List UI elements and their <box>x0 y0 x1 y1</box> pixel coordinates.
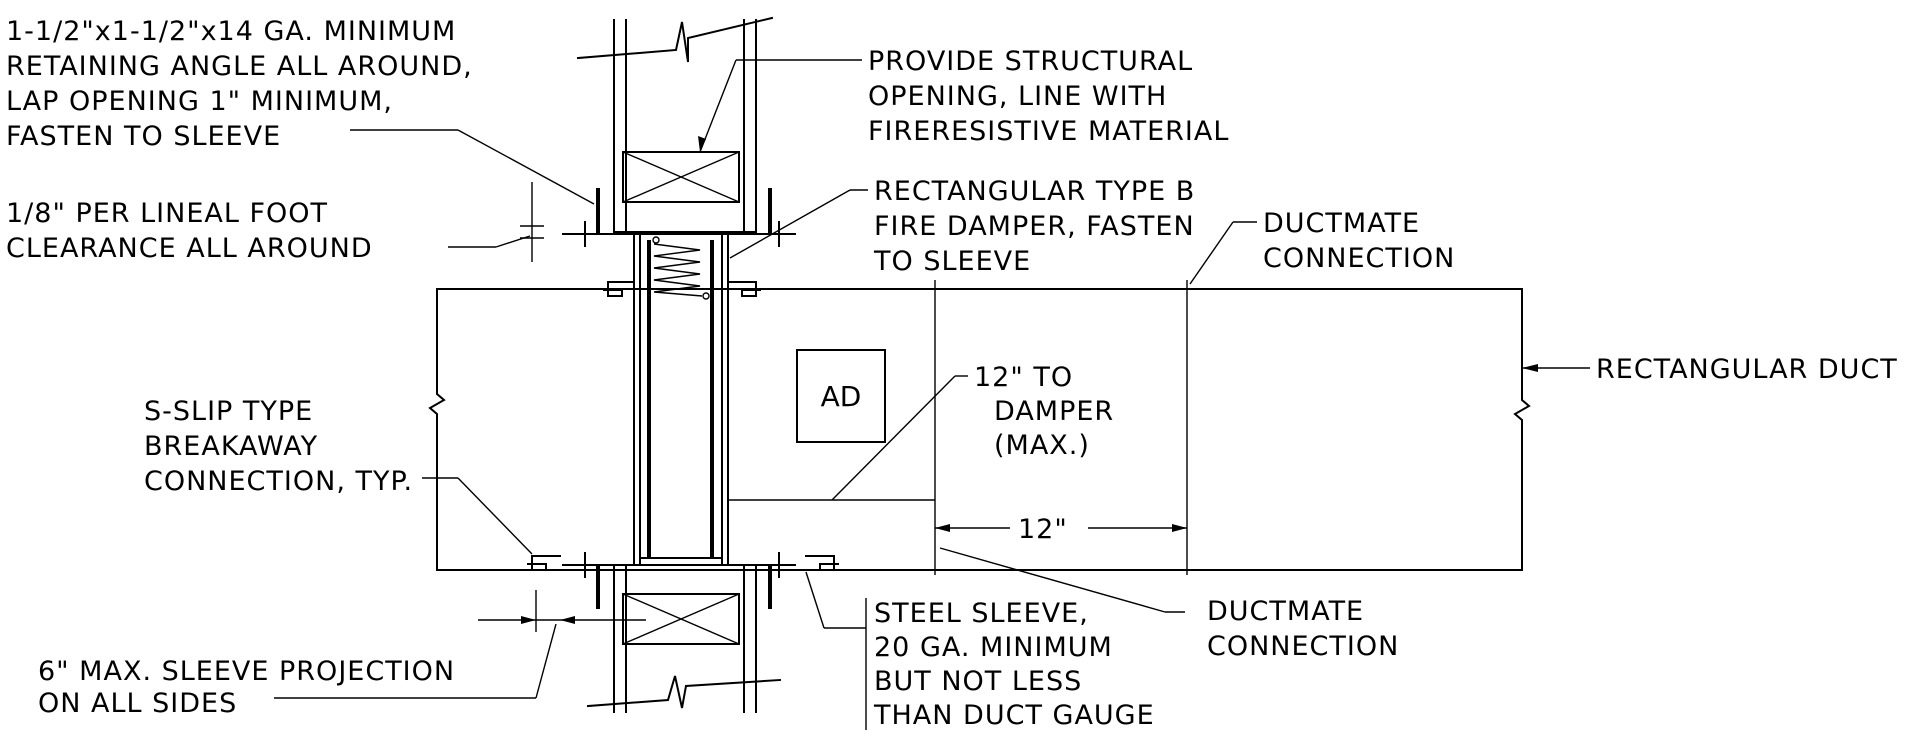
svg-text:FASTEN TO SLEEVE: FASTEN TO SLEEVE <box>6 121 281 152</box>
svg-text:(MAX.): (MAX.) <box>994 430 1090 461</box>
s-slip-bottom-right <box>805 555 839 571</box>
dim-12-label: 12" <box>1018 514 1068 545</box>
svg-text:RECTANGULAR TYPE B: RECTANGULAR TYPE B <box>874 176 1195 207</box>
note-rectangular-duct: RECTANGULAR DUCT <box>1596 354 1898 385</box>
svg-text:CONNECTION: CONNECTION <box>1207 631 1399 662</box>
note-clearance: 1/8" PER LINEAL FOOT CLEARANCE ALL AROUN… <box>6 198 373 264</box>
damper-spring <box>653 243 703 297</box>
wall-bottom-break <box>586 675 782 709</box>
note-to-damper: 12" TO DAMPER (MAX.) <box>974 362 1114 461</box>
leaders <box>274 59 1590 730</box>
note-retaining-angle: 1-1/2"x1-1/2"x14 GA. MINIMUM RETAINING A… <box>6 16 473 152</box>
svg-text:6" MAX. SLEEVE PROJECTION: 6" MAX. SLEEVE PROJECTION <box>38 656 455 687</box>
sleeve-and-damper <box>527 188 839 609</box>
note-ductmate-top: DUCTMATE CONNECTION <box>1263 208 1455 274</box>
s-slip-bottom-left <box>527 555 561 571</box>
svg-text:LAP OPENING 1" MINIMUM,: LAP OPENING 1" MINIMUM, <box>6 86 393 117</box>
rectangular-duct <box>428 280 1531 575</box>
note-ductmate-bottom: DUCTMATE CONNECTION <box>1207 596 1399 662</box>
svg-text:FIRE DAMPER, FASTEN: FIRE DAMPER, FASTEN <box>874 211 1195 242</box>
svg-text:1-1/2"x1-1/2"x14 GA. MINIMUM: 1-1/2"x1-1/2"x14 GA. MINIMUM <box>6 16 456 47</box>
note-structural-opening: PROVIDE STRUCTURAL OPENING, LINE WITH FI… <box>868 46 1229 147</box>
access-door-box <box>796 349 886 443</box>
svg-text:BREAKAWAY: BREAKAWAY <box>144 431 318 462</box>
svg-text:1/8" PER LINEAL FOOT: 1/8" PER LINEAL FOOT <box>6 198 328 229</box>
access-door-label: AD <box>821 380 862 413</box>
svg-text:ON ALL SIDES: ON ALL SIDES <box>38 688 237 719</box>
svg-text:20 GA. MINIMUM: 20 GA. MINIMUM <box>874 632 1113 663</box>
note-steel-sleeve: STEEL SLEEVE, 20 GA. MINIMUM BUT NOT LES… <box>873 598 1155 731</box>
svg-text:THAN DUCT GAUGE: THAN DUCT GAUGE <box>873 700 1155 731</box>
svg-text:PROVIDE STRUCTURAL: PROVIDE STRUCTURAL <box>868 46 1193 77</box>
svg-text:CLEARANCE ALL AROUND: CLEARANCE ALL AROUND <box>6 233 373 264</box>
svg-text:STEEL SLEEVE,: STEEL SLEEVE, <box>874 598 1089 629</box>
svg-text:RETAINING ANGLE ALL AROUND,: RETAINING ANGLE ALL AROUND, <box>6 51 473 82</box>
s-slip-top-left <box>603 281 635 297</box>
bottom-framing-member <box>622 593 740 645</box>
svg-text:DUCTMATE: DUCTMATE <box>1207 596 1364 627</box>
svg-text:FIRERESISTIVE MATERIAL: FIRERESISTIVE MATERIAL <box>868 116 1229 147</box>
svg-text:DAMPER: DAMPER <box>994 396 1114 427</box>
wall-section <box>576 16 782 713</box>
top-framing-member <box>622 151 740 203</box>
dimensions <box>478 182 1187 632</box>
wall-top-break <box>576 16 774 63</box>
s-slip-top-right <box>727 281 761 297</box>
svg-text:12" TO: 12" TO <box>974 362 1073 393</box>
svg-text:CONNECTION, TYP.: CONNECTION, TYP. <box>144 466 413 497</box>
svg-text:CONNECTION: CONNECTION <box>1263 243 1455 274</box>
svg-text:BUT NOT LESS: BUT NOT LESS <box>874 666 1082 697</box>
svg-text:DUCTMATE: DUCTMATE <box>1263 208 1420 239</box>
note-fire-damper: RECTANGULAR TYPE B FIRE DAMPER, FASTEN T… <box>873 176 1195 277</box>
note-sleeve-projection: 6" MAX. SLEEVE PROJECTION ON ALL SIDES <box>38 656 455 719</box>
note-s-slip: S-SLIP TYPE BREAKAWAY CONNECTION, TYP. <box>144 396 413 497</box>
access-door: AD <box>796 349 886 443</box>
svg-text:S-SLIP TYPE: S-SLIP TYPE <box>144 396 313 427</box>
duct-right-break <box>1513 288 1531 571</box>
svg-text:OPENING, LINE WITH: OPENING, LINE WITH <box>868 81 1167 112</box>
svg-text:TO SLEEVE: TO SLEEVE <box>873 246 1031 277</box>
duct-left-break <box>428 288 446 571</box>
